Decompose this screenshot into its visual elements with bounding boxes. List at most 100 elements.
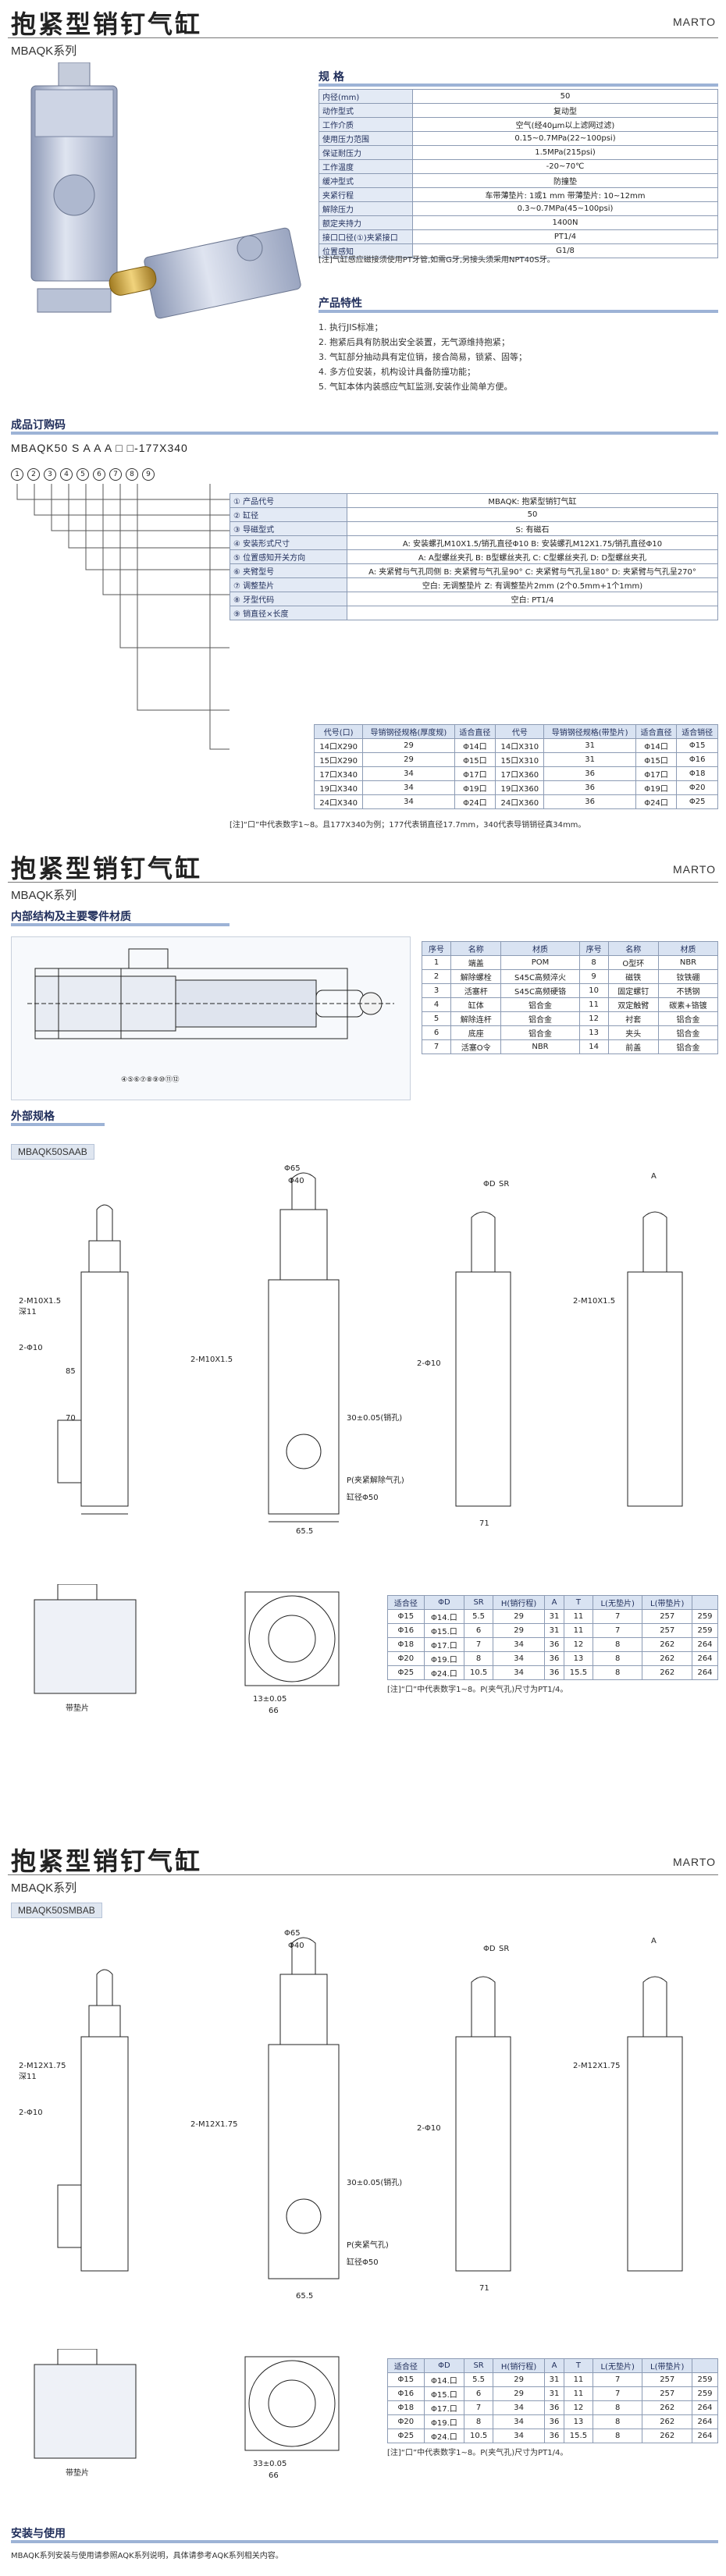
spec-key: 内径(mm) — [319, 89, 413, 104]
dims-cell: Φ16 — [387, 1623, 425, 1638]
pin-cell: 24口X360 — [495, 794, 545, 809]
dims-header: SR — [464, 2358, 494, 2373]
dims-cell: 257 — [642, 1609, 693, 1624]
dims-cell: 262 — [642, 2429, 693, 2443]
m12-label-b: 2-M12X1.75 — [190, 2120, 237, 2129]
parts-cell: 11 — [578, 997, 609, 1012]
p-label-b: P(夹紧气孔) — [347, 2240, 389, 2250]
parts-cell: 双定触臂 — [607, 997, 660, 1012]
dims-cell: 31 — [544, 1623, 564, 1638]
dims-header: 适合径 — [387, 1595, 425, 1610]
dims-cell: 6 — [464, 2386, 494, 2401]
pin-cell: Φ14口 — [635, 738, 678, 753]
order-value: 空白: PT1/4 — [347, 592, 718, 606]
dims-cell: Φ15.口 — [423, 1623, 465, 1638]
dims-header: L(无垫片) — [592, 2358, 643, 2373]
order-label: ② 缸径 — [230, 507, 347, 522]
spec-value: 1.5MPa(215psi) — [412, 145, 718, 160]
parts-cell: 固定螺钉 — [607, 983, 660, 998]
stroke50-label-b: 缸径Φ50 — [347, 2257, 379, 2267]
dims-cell: 257 — [642, 2372, 693, 2387]
parts-cell: 铝合金 — [658, 1025, 718, 1040]
dims-header: 适合径 — [387, 2358, 425, 2373]
dim71-label-a: 71 — [479, 1519, 489, 1528]
order-label: ① 产品代号 — [230, 493, 347, 508]
dims-cell: 36 — [544, 1651, 564, 1666]
dims-cell: Φ14.口 — [423, 2372, 465, 2387]
phid-label-b: ΦD — [483, 1945, 496, 1953]
pin-cell: 34 — [362, 794, 455, 809]
spec-row: 动作型式复动型 — [319, 103, 718, 118]
dim30-label-b: 30±0.05(销孔) — [347, 2177, 402, 2187]
section3-brand: MARTO — [673, 1856, 717, 1868]
brand-label: MARTO — [673, 16, 717, 28]
pin-header: 导销钢径规格(带垫片) — [543, 724, 636, 739]
order-digit: 7 — [109, 468, 122, 481]
dims-cell: 259 — [692, 2386, 718, 2401]
dims-cell: 11 — [563, 2386, 593, 2401]
sr-label-b: SR — [499, 1945, 509, 1953]
dims-cell: Φ25 — [387, 2429, 425, 2443]
m10-label-a: 2-M10X1.5 — [19, 1297, 61, 1306]
section3-rule — [8, 1874, 718, 1875]
dim30-label-a: 30±0.05(销孔) — [347, 1412, 402, 1423]
dims-cell: 31 — [544, 2372, 564, 2387]
parts-cell: NBR — [658, 955, 718, 970]
dim33-label-b: 33±0.05 — [253, 2460, 286, 2468]
spec-key: 动作型式 — [319, 103, 413, 118]
order-label: ⑥ 夹臂型号 — [230, 563, 347, 578]
dims-cell: 8 — [592, 2429, 643, 2443]
dims-cell: Φ14.口 — [423, 1609, 465, 1624]
parts-cell: 夹头 — [607, 1025, 660, 1040]
order-label: ④ 安装形式尺寸 — [230, 535, 347, 550]
dims-cell: 36 — [544, 2414, 564, 2429]
dims-cell: Φ15 — [387, 1609, 425, 1624]
dims-cell: Φ17.口 — [423, 1637, 465, 1652]
order-value: S: 有磁石 — [347, 521, 718, 536]
dims-header: L(无垫片) — [592, 1595, 643, 1610]
dims-cell: 259 — [692, 2372, 718, 2387]
parts-header: 名称 — [450, 941, 502, 956]
parts-cell: 铝合金 — [658, 1011, 718, 1026]
parts-header: 材质 — [500, 941, 580, 956]
pin-header: 导销钢径规格(厚度规) — [362, 724, 455, 739]
section-drawing: ④⑤⑥⑦⑧⑨⑩⑪⑫ — [11, 936, 411, 1100]
dims-cell: 10.5 — [464, 1665, 494, 1680]
page-title: 抱紧型销钉气缸 — [11, 9, 203, 39]
dims-cell: Φ24.口 — [423, 2429, 465, 2443]
phi10-label-d: 2-Φ10 — [417, 2124, 441, 2133]
specs-note: [注]气缸感应磁接须使用PT牙管,如需G牙,另接头须采用NPT40S牙。 — [319, 256, 555, 265]
specs-heading: 规 格 — [319, 71, 344, 83]
product-photo — [16, 62, 304, 328]
parts-cell: S45C高频淬火 — [500, 969, 580, 984]
pin-cell: Φ24口 — [635, 794, 678, 809]
dims-cell: 8 — [592, 1637, 643, 1652]
phi40-label-a: Φ40 — [288, 1177, 304, 1185]
order-row: ⑨ 销直径×长度 — [230, 606, 718, 620]
order-value: 50 — [347, 507, 718, 522]
phi10-label-a: 2-Φ10 — [19, 1344, 43, 1352]
pin-cell: 34 — [362, 780, 455, 795]
dims-cell: 36 — [544, 1637, 564, 1652]
order-label: ⑦ 调整垫片 — [230, 577, 347, 592]
pin-cell: Φ18 — [676, 766, 718, 781]
pin-cell: Φ17口 — [454, 766, 496, 781]
spec-value: 空气(经40μm以上滤网过滤) — [412, 117, 718, 132]
pin-cell: Φ15口 — [454, 752, 496, 767]
phi65-label-a: Φ65 — [284, 1164, 301, 1173]
model-a-label: MBAQK50SAAB — [11, 1144, 94, 1160]
